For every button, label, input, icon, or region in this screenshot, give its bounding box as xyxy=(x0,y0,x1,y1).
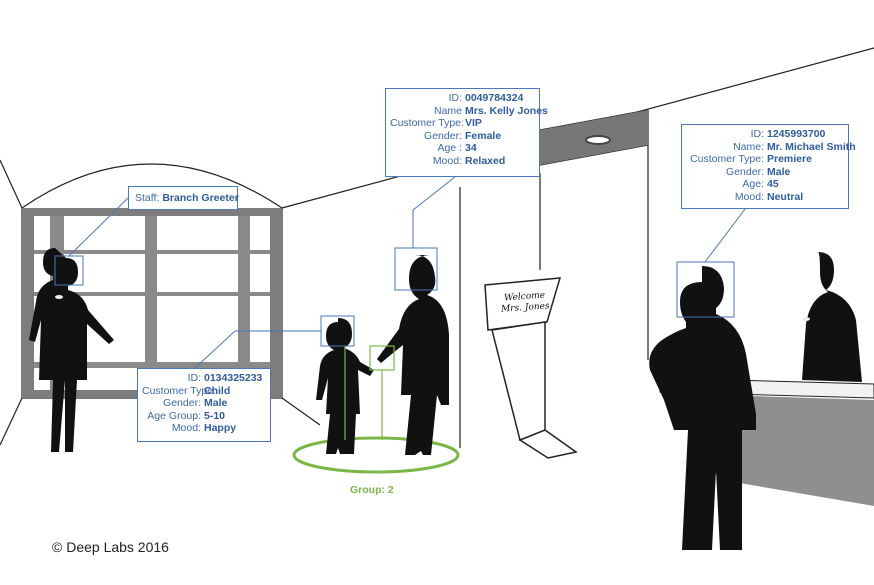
card-row: Name:Mr. Michael Smith xyxy=(686,140,856,154)
card-row: Age :34 xyxy=(390,142,533,155)
staff-info-card: Staff:Branch Greeter xyxy=(128,186,239,210)
row-label: Gender: xyxy=(163,397,201,410)
row-label: Name: xyxy=(733,140,764,153)
leader-greeter xyxy=(68,197,129,257)
greeter-badge xyxy=(55,295,63,299)
row-label: ID: xyxy=(750,128,764,140)
row-label: Mood: xyxy=(171,422,201,435)
row-label: Name xyxy=(433,104,462,117)
row-value: 1245993700 xyxy=(767,128,826,140)
teller-silhouette xyxy=(802,252,862,382)
ceiling-light xyxy=(585,135,611,145)
row-label: ID: xyxy=(448,92,462,104)
card-row: Age:45 xyxy=(686,178,842,191)
card-row: Customer Type:VIP xyxy=(390,117,533,130)
row-value: 0049784324 xyxy=(465,92,524,104)
row-label: Age : xyxy=(437,142,462,155)
row-label: Customer Type: xyxy=(390,117,464,130)
card-row: ID:1245993700 xyxy=(686,128,842,141)
leader-kelly-2 xyxy=(412,176,456,211)
child-info-card: ID:0134325233 Customer Type:Child Gender… xyxy=(137,368,271,442)
row-value: 5-10 xyxy=(204,409,226,422)
row-label: Age: xyxy=(742,178,764,191)
card-row: Customer Type:Child xyxy=(142,385,264,398)
row-label: ID: xyxy=(187,372,201,384)
row-value: Neutral xyxy=(767,190,804,203)
leader-michael xyxy=(704,208,746,263)
michael-silhouette xyxy=(649,266,756,550)
kiosk-screen-text: Welcome Mrs. Jones xyxy=(494,290,555,316)
group-label: Group: 2 xyxy=(350,484,394,496)
card-row: Staff:Branch Greeter xyxy=(135,192,239,205)
greeter-silhouette xyxy=(29,248,114,452)
row-value: 34 xyxy=(465,142,477,155)
row-label: Mood: xyxy=(432,154,462,167)
row-value: Mrs. Kelly Jones xyxy=(465,104,548,117)
row-label: Gender: xyxy=(424,129,462,142)
row-value: Happy xyxy=(204,422,237,435)
card-row: Customer Type:Premiere xyxy=(686,153,842,166)
card-row: Gender:Female xyxy=(390,130,533,143)
group-ring xyxy=(292,436,460,474)
card-row: ID:0134325233 xyxy=(142,372,264,385)
card-row: Gender:Male xyxy=(142,397,264,410)
row-label: Customer Type: xyxy=(142,384,216,397)
row-value: 0134325233 xyxy=(204,372,263,384)
row-value: Male xyxy=(204,397,228,410)
row-value: 45 xyxy=(767,178,779,191)
card-row: Mood:Relaxed xyxy=(390,155,533,168)
card-row: Mood:Happy xyxy=(142,422,264,435)
row-label: Customer Type: xyxy=(690,153,764,166)
card-row: ID:0049784324 xyxy=(390,92,533,105)
row-label: Age Group: xyxy=(147,409,201,422)
welcome-kiosk xyxy=(484,277,578,459)
michael-info-card: ID:1245993700 Name:Mr. Michael Smith Cus… xyxy=(681,124,856,209)
card-row: Mood:Neutral xyxy=(686,191,842,204)
teller-badge xyxy=(802,317,810,321)
row-value: Child xyxy=(204,384,231,397)
row-value: Mr. Michael Smith xyxy=(767,140,856,153)
row-value: Premiere xyxy=(767,153,812,166)
row-value: Branch Greeter xyxy=(162,192,239,204)
row-label: Gender: xyxy=(726,165,764,178)
face-box-kelly xyxy=(394,247,438,291)
row-value: Male xyxy=(767,165,791,178)
leader-child xyxy=(194,330,236,369)
row-label: Mood: xyxy=(734,190,764,203)
row-label: Staff: xyxy=(135,192,160,204)
card-row: Gender:Male xyxy=(686,166,842,179)
row-value: Female xyxy=(465,129,502,142)
copyright-text: © Deep Labs 2016 xyxy=(52,539,169,555)
row-value: VIP xyxy=(465,117,482,130)
row-value: Relaxed xyxy=(465,154,506,167)
card-row: Age Group:5-10 xyxy=(142,410,264,423)
woman-silhouette xyxy=(377,255,449,455)
